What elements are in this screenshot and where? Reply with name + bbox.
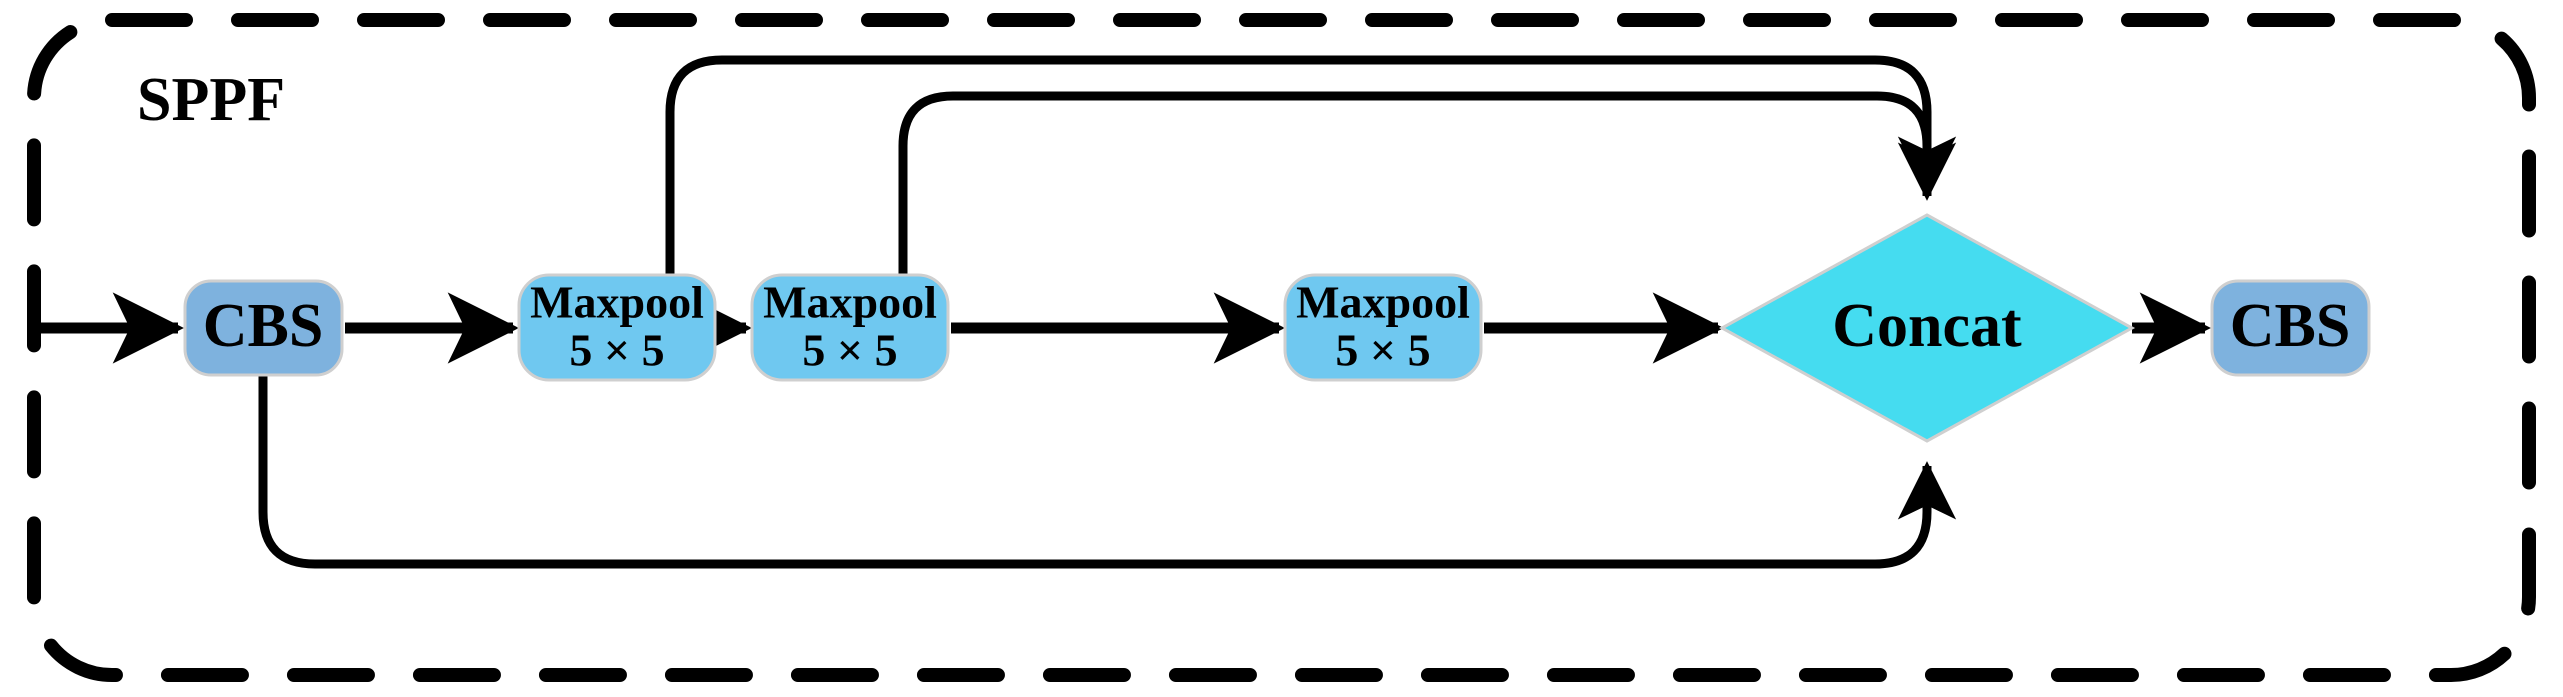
node-cbs-output-label: CBS <box>2230 292 2351 360</box>
node-maxpool-1-kernel: 5 × 5 <box>569 325 664 376</box>
skip-edge-maxpool2-to-concat <box>898 91 1957 275</box>
node-maxpool-3-kernel: 5 × 5 <box>1335 325 1430 376</box>
sppf-group-border <box>27 13 2536 682</box>
skip-edge-maxpool1-to-concat <box>665 55 1957 275</box>
node-cbs-input-shape <box>183 279 344 377</box>
node-maxpool-2[interactable]: Maxpool 5 × 5 <box>750 273 950 382</box>
node-maxpool-1-label: Maxpool <box>530 277 704 328</box>
node-cbs-output[interactable]: CBS <box>2210 279 2371 377</box>
node-cbs-output-shape <box>2210 279 2371 377</box>
node-maxpool-3[interactable]: Maxpool 5 × 5 <box>1283 273 1483 382</box>
sppf-group-label: SPPF <box>137 66 285 134</box>
node-concat[interactable]: Concat <box>1718 213 2136 443</box>
skip-edge-cbs-to-concat <box>258 375 1957 569</box>
node-maxpool-1-shape <box>517 273 717 382</box>
node-concat-label: Concat <box>1832 292 2022 360</box>
node-maxpool-2-shape <box>750 273 950 382</box>
node-cbs-input-label: CBS <box>203 292 324 360</box>
node-maxpool-3-shape <box>1283 273 1483 382</box>
node-maxpool-1[interactable]: Maxpool 5 × 5 <box>517 273 717 382</box>
node-cbs-input[interactable]: CBS <box>183 279 344 377</box>
node-concat-shape <box>1718 213 2136 443</box>
node-maxpool-2-kernel: 5 × 5 <box>802 325 897 376</box>
node-maxpool-3-label: Maxpool <box>1296 277 1470 328</box>
node-maxpool-2-label: Maxpool <box>763 277 937 328</box>
